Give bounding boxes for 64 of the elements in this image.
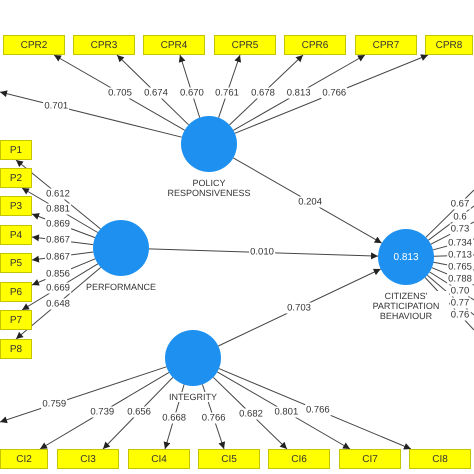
indicator-box: CI5 bbox=[198, 449, 260, 469]
edge-label: 0.856 bbox=[45, 268, 71, 280]
edge-label: 0.674 bbox=[143, 88, 169, 98]
edge-label: 0.703 bbox=[286, 302, 312, 314]
construct-label: INTEGRITY bbox=[168, 392, 218, 402]
arrow bbox=[229, 54, 304, 126]
indicator-box: P1 bbox=[0, 140, 32, 160]
indicator-box: CPR5 bbox=[214, 35, 276, 55]
edge-label: 0.656 bbox=[126, 406, 152, 418]
edge-label: 0.010 bbox=[249, 246, 275, 258]
indicator-box: CPR7 bbox=[355, 35, 417, 55]
indicator-box: CI2 bbox=[0, 449, 48, 469]
arrow bbox=[148, 248, 378, 260]
edge-label: 0.6 bbox=[452, 211, 468, 222]
edge-label: 0.682 bbox=[238, 408, 264, 420]
edge-label: 0.801 bbox=[273, 406, 300, 418]
edge-label: 0.869 bbox=[45, 218, 71, 230]
indicator-box: P5 bbox=[0, 253, 32, 273]
edge-label: 0.734 bbox=[447, 237, 473, 248]
edge-label: 0.881 bbox=[45, 204, 71, 215]
edge-label: 0.701 bbox=[43, 100, 70, 112]
indicator-box: P6 bbox=[0, 282, 32, 302]
indicator-box: CPR8 bbox=[425, 35, 473, 55]
edge-label: 0.705 bbox=[107, 88, 133, 98]
indicator-box: P3 bbox=[0, 196, 32, 216]
edge-label: 0.73 bbox=[450, 224, 470, 235]
indicator-box: P2 bbox=[0, 168, 32, 188]
arrow bbox=[232, 157, 382, 244]
edge-label: 0.612 bbox=[45, 188, 71, 200]
edge-label: 0.67 bbox=[450, 198, 470, 210]
indicator-box: CI3 bbox=[57, 449, 119, 469]
indicator-box: CI4 bbox=[128, 449, 190, 469]
edge-label: 0.70 bbox=[450, 286, 470, 297]
edge-label: 0.867 bbox=[45, 251, 71, 262]
edge-label: 0.204 bbox=[297, 196, 323, 208]
indicator-box: P7 bbox=[0, 310, 32, 330]
edge-label: 0.668 bbox=[161, 412, 188, 424]
indicator-box: CI6 bbox=[268, 449, 330, 469]
indicator-box: P8 bbox=[0, 339, 32, 359]
edge-label: 0.766 bbox=[200, 412, 227, 424]
edge-label: 0.76 bbox=[450, 309, 470, 320]
indicator-box: CPR4 bbox=[143, 35, 205, 55]
indicator-box: CI7 bbox=[339, 449, 401, 469]
edge-label: 0.713 bbox=[447, 250, 473, 261]
edge-label: 0.813 bbox=[286, 88, 312, 98]
construct-label: PERFORMANCE bbox=[84, 282, 157, 292]
edge-label: 0.77 bbox=[450, 298, 470, 309]
edge-label: 0.678 bbox=[250, 88, 276, 98]
edge-label: 0.669 bbox=[45, 282, 71, 294]
indicator-box: CPR2 bbox=[3, 35, 65, 55]
indicator-box: P4 bbox=[0, 225, 32, 245]
indicator-box: CPR6 bbox=[284, 35, 346, 55]
arrow bbox=[216, 371, 350, 450]
edge-label: 0.766 bbox=[304, 404, 331, 416]
indicator-box: CI8 bbox=[409, 449, 471, 469]
edge-label: 0.739 bbox=[89, 406, 116, 418]
edge-label: 0.867 bbox=[45, 234, 71, 246]
edge-label: 0.766 bbox=[321, 88, 348, 98]
indicator-box: CPR3 bbox=[73, 35, 135, 55]
construct-circle: 0.813 bbox=[378, 229, 434, 285]
edge-label: 0.759 bbox=[41, 398, 68, 410]
edge-label: 0.648 bbox=[45, 298, 71, 310]
edge-label: 0.670 bbox=[179, 88, 205, 98]
edge-label: 0.761 bbox=[214, 88, 240, 98]
